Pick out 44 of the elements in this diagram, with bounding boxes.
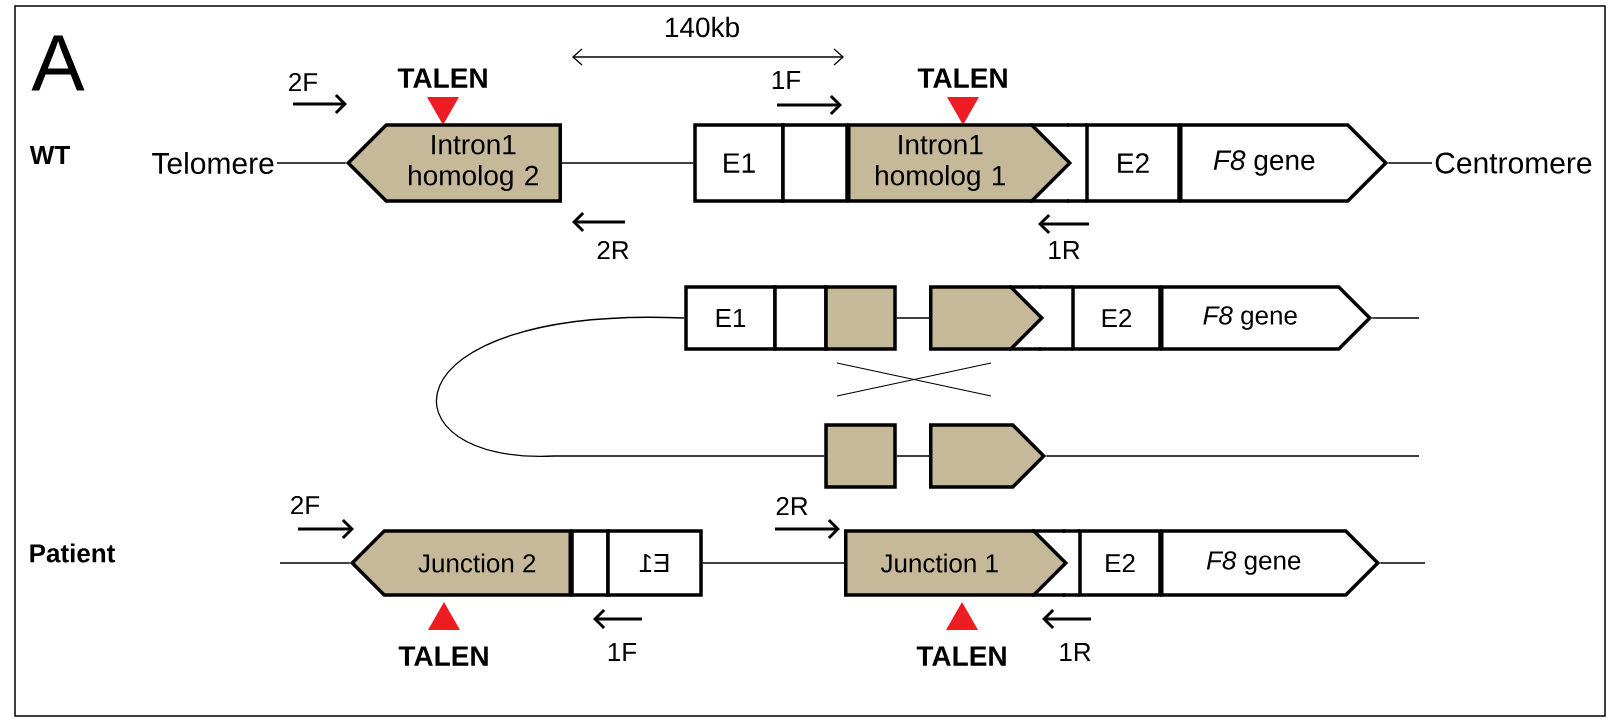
primer-label: 1R bbox=[1060, 643, 1091, 661]
end-label: Telomere bbox=[152, 152, 274, 175]
primer-label: 2F bbox=[291, 495, 320, 515]
intron-block: Intron1 homolog 2 bbox=[345, 123, 562, 203]
row-label: WT bbox=[29, 146, 70, 164]
intron-block: Intron1 homolog 1 bbox=[847, 123, 1073, 203]
exon-box: E2 bbox=[1078, 529, 1162, 597]
backbone-line bbox=[702, 562, 845, 564]
primer-label: 2F bbox=[289, 72, 318, 92]
dimension-label: 140kb bbox=[666, 16, 739, 38]
exon-box: E1 bbox=[693, 123, 785, 203]
primer-label: 2R bbox=[597, 240, 629, 260]
junction-block: Junction 1 bbox=[844, 529, 1069, 597]
end-label: Centromere bbox=[1435, 152, 1592, 174]
backbone-line bbox=[1379, 562, 1426, 564]
backbone-line bbox=[276, 162, 347, 164]
primer-label: 1F bbox=[608, 643, 637, 661]
exon-box: E2 bbox=[1071, 285, 1162, 351]
backbone-line bbox=[896, 455, 930, 457]
row-label: Patient bbox=[30, 543, 116, 563]
intron-box bbox=[824, 285, 897, 351]
blank-box bbox=[1039, 285, 1073, 351]
primer-label: 1R bbox=[1049, 241, 1080, 259]
backbone-line bbox=[1045, 455, 1420, 457]
junction-block: Junction 2 bbox=[349, 529, 572, 597]
primer-label: 2R bbox=[776, 496, 808, 516]
backbone-line bbox=[896, 317, 930, 319]
primer-label: 1F bbox=[772, 71, 801, 89]
talen-label: TALEN bbox=[398, 646, 488, 666]
panel-letter: A bbox=[31, 35, 85, 91]
intron-box bbox=[824, 423, 897, 489]
exon-box: E2 bbox=[1085, 123, 1181, 203]
backbone-line bbox=[279, 562, 351, 564]
backbone-line bbox=[1371, 317, 1420, 319]
talen-label: TALEN bbox=[397, 68, 487, 88]
intron-block bbox=[929, 423, 1047, 489]
blank-box bbox=[781, 123, 849, 203]
backbone-line bbox=[561, 162, 694, 164]
backbone-line bbox=[435, 317, 825, 457]
talen-label: TALEN bbox=[916, 646, 1006, 666]
intron-block bbox=[929, 285, 1045, 351]
exon-box: E1 bbox=[684, 285, 777, 351]
backbone-line bbox=[1387, 162, 1433, 164]
talen-label: TALEN bbox=[917, 68, 1007, 88]
